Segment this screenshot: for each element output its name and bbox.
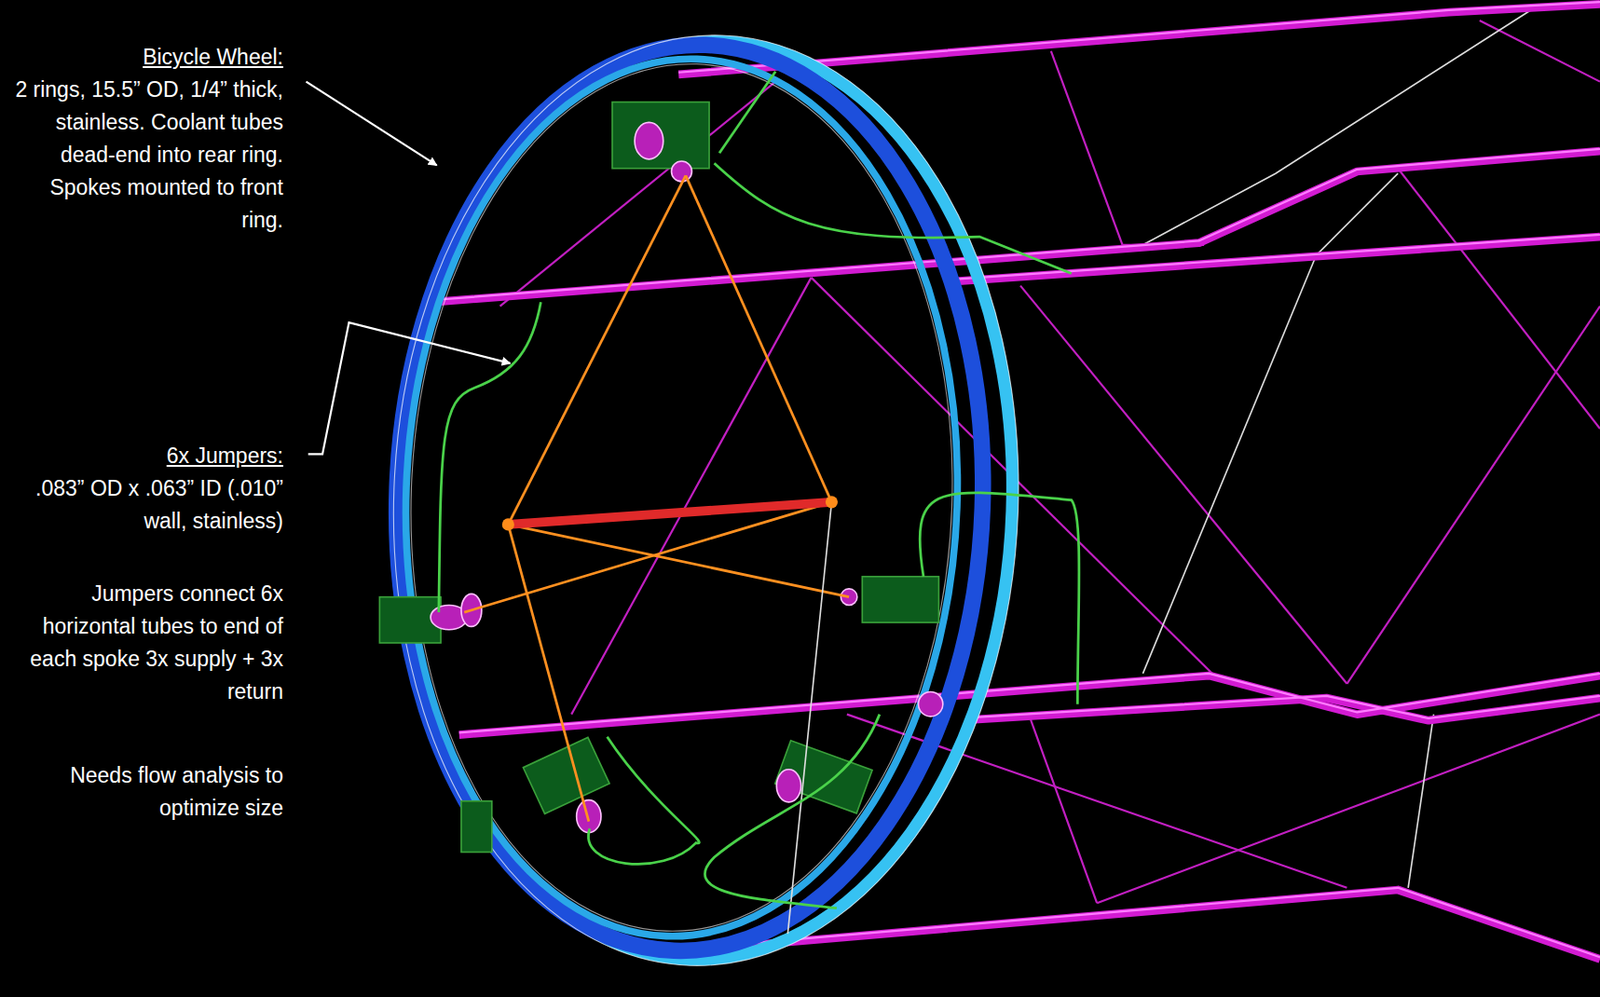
jumper-tube xyxy=(438,71,1080,909)
callout-note: .083” OD x .063” ID (.010” wall, stainle… xyxy=(7,472,284,538)
callout-heading: 6x Jumpers: xyxy=(7,439,284,473)
truss-bracing xyxy=(500,20,1600,903)
hub-bar xyxy=(507,502,832,525)
fitting-coil xyxy=(430,122,944,833)
callout-note: Needs flow analysis to optimize size xyxy=(7,759,284,825)
spoke xyxy=(787,502,832,934)
leader-line xyxy=(306,82,511,455)
spoke-mount xyxy=(379,102,939,853)
callout-note: 2 rings, 15.5” OD, 1/4” thick, stainless… xyxy=(7,73,284,237)
callout-heading: Bicycle Wheel: xyxy=(7,41,284,74)
hub-end xyxy=(502,518,515,531)
hub-end xyxy=(825,495,838,508)
spoke xyxy=(464,175,849,821)
callout-note: Jumpers connect 6x horizontal tubes to e… xyxy=(7,577,284,709)
thin-wire xyxy=(1142,10,1531,889)
